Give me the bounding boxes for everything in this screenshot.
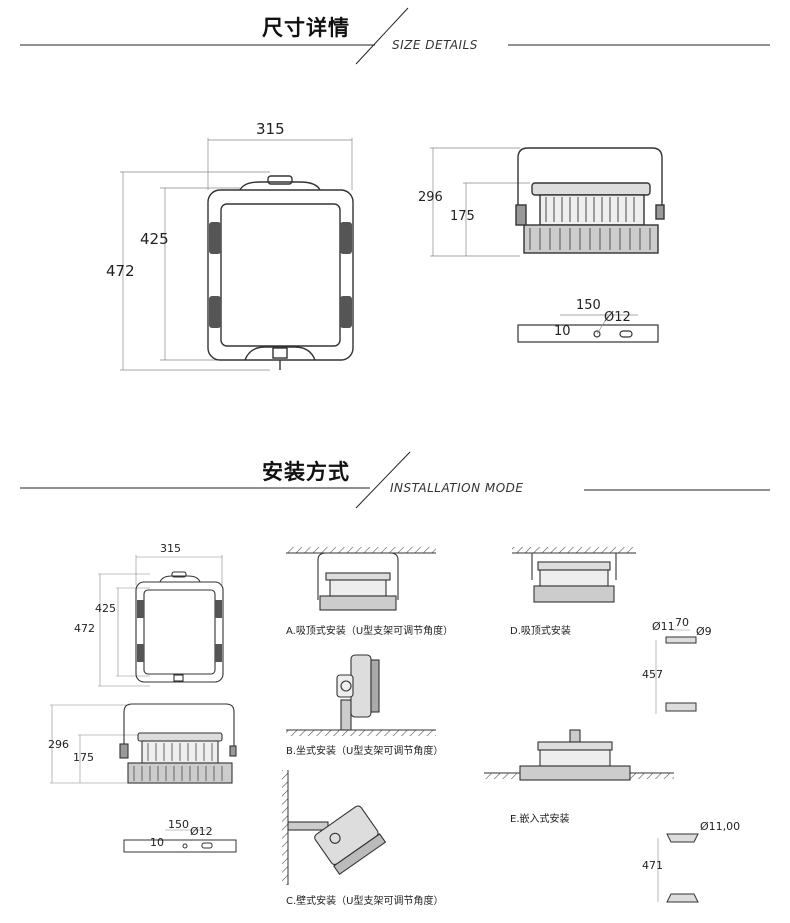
caption-c: C.壁式安装（U型支架可调节角度） — [286, 896, 444, 907]
caption-a: A.吸顶式安装（U型支架可调节角度） — [286, 626, 454, 637]
small-dim-outer-height-label: 472 — [74, 622, 95, 635]
install-section-subtitle: INSTALLATION MODE — [390, 481, 524, 495]
front-view-large — [120, 138, 354, 371]
dim-inner-height-label: 425 — [140, 230, 169, 248]
side-view-small — [50, 703, 237, 784]
bracket-large — [517, 314, 659, 343]
install-header-rule — [20, 451, 770, 509]
install-b-diagram — [286, 654, 436, 736]
side-view-fins — [529, 197, 651, 250]
dim-width-label: 315 — [256, 120, 285, 138]
caption-e: E.嵌入式安装 — [510, 814, 570, 825]
e-hole-label: Ø11,00 — [700, 820, 741, 833]
side-view-large — [430, 147, 665, 257]
bracket-small — [123, 829, 237, 853]
small-dim-bracket-len-label: 150 — [168, 818, 189, 831]
dim-bracket-thick-label: 10 — [554, 324, 571, 339]
d-mount-drawing — [655, 629, 697, 714]
small-dim-width-label: 315 — [160, 542, 181, 555]
e-height-label: 471 — [642, 859, 663, 872]
caption-d: D.吸顶式安装 — [510, 626, 571, 637]
small-dim-inner-height-label: 425 — [95, 602, 116, 615]
size-section-title: 尺寸详情 — [262, 16, 350, 40]
dim-side-inner-label: 175 — [450, 209, 475, 224]
dim-side-height-label: 296 — [418, 190, 443, 205]
install-c-diagram — [282, 770, 387, 885]
small-dim-bracket-thick-label: 10 — [150, 836, 164, 849]
install-e-diagram — [484, 729, 674, 781]
d-len-label: 70 — [675, 616, 689, 629]
small-dim-side-inner-label: 175 — [73, 751, 94, 764]
d-height-label: 457 — [642, 668, 663, 681]
d-hole-b-label: Ø9 — [696, 625, 712, 638]
small-dim-side-height-label: 296 — [48, 738, 69, 751]
size-header-rule — [20, 7, 770, 65]
d-hole-a-label: Ø11 — [652, 620, 675, 633]
e-mount-drawing — [657, 833, 699, 903]
dim-bracket-len-label: 150 — [576, 298, 601, 313]
side-view-small-fins — [133, 743, 223, 781]
caption-b: B.坐式安装（U型支架可调节角度） — [286, 746, 444, 757]
dim-bracket-hole-label: Ø12 — [604, 310, 631, 325]
install-a-diagram — [286, 547, 436, 611]
install-d-diagram — [512, 547, 636, 603]
front-view-small — [98, 555, 224, 687]
small-dim-bracket-hole-label: Ø12 — [190, 825, 213, 838]
size-section-subtitle: SIZE DETAILS — [392, 38, 478, 52]
dim-outer-height-label: 472 — [106, 262, 135, 280]
install-section-title: 安装方式 — [262, 460, 350, 484]
